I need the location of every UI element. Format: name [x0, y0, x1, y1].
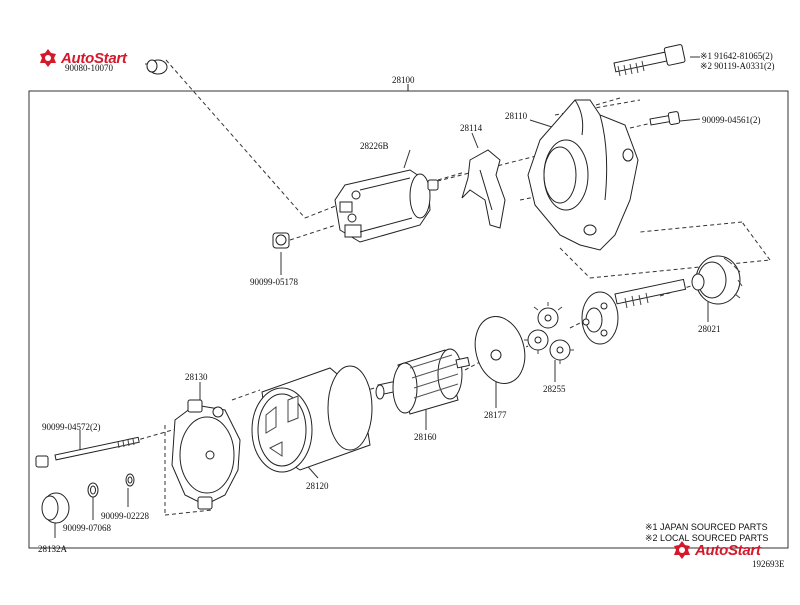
- armature: [375, 348, 470, 415]
- label-pinion-clutch: 28021: [698, 324, 721, 334]
- label-nut-solenoid: 90099-05178: [250, 277, 298, 287]
- output-shaft: [581, 278, 687, 345]
- label-plate: 28177: [484, 410, 507, 420]
- o-ring: [87, 482, 99, 498]
- pinion-clutch: [691, 255, 743, 305]
- label-armature: 28160: [414, 432, 437, 442]
- drive-housing: [527, 99, 639, 251]
- end-frame: [171, 399, 241, 510]
- small-washer: [125, 473, 135, 487]
- end-cap: [41, 492, 70, 524]
- label-small-washer: 90099-02228: [101, 511, 149, 521]
- through-bolt: [35, 436, 140, 468]
- brand-logo-bottom: AutoStart: [672, 540, 761, 560]
- label-solenoid: 28226B: [360, 141, 389, 151]
- washer-top: [146, 59, 168, 75]
- solenoid: [334, 169, 439, 243]
- label-housing: 28110: [505, 111, 528, 121]
- label-washer-top: 90080-10070: [65, 63, 113, 73]
- brand-name: AutoStart: [695, 541, 761, 559]
- screw-housing: [649, 111, 681, 126]
- label-through-bolt: 90099-04572(2): [42, 422, 101, 432]
- label-lever: 28114: [460, 123, 483, 133]
- label-yoke: 28120: [306, 481, 329, 491]
- brand-logo-top: AutoStart: [38, 48, 127, 68]
- assembly-frame: [28, 90, 789, 549]
- nut-solenoid: [272, 232, 290, 249]
- label-bolt-sup1: ※1 91642-81065(2): [700, 51, 773, 61]
- brand-logo-icon: [674, 541, 690, 559]
- diagram-id: 192693E: [752, 559, 785, 569]
- bolt-top: [613, 44, 686, 77]
- legend-line-1: ※1 JAPAN SOURCED PARTS: [645, 522, 768, 532]
- label-o-ring: 90099-07068: [63, 523, 111, 533]
- label-bolt-sup2: ※2 90119-A0331(2): [700, 61, 775, 71]
- label-end-cap: 28132A: [38, 544, 67, 554]
- drive-lever: [461, 149, 506, 229]
- label-planet-gears: 28255: [543, 384, 566, 394]
- legend-line-2: ※2 LOCAL SOURCED PARTS: [645, 533, 769, 543]
- planet-gears: [524, 302, 574, 364]
- legend: ※1 JAPAN SOURCED PARTS ※2 LOCAL SOURCED …: [645, 522, 768, 544]
- yoke: [251, 365, 373, 473]
- center-plate: [474, 316, 526, 384]
- brand-logo-icon: [40, 49, 56, 67]
- label-end-frame: 28130: [185, 372, 208, 382]
- label-assembly: 28100: [392, 75, 415, 85]
- brand-name: AutoStart: [61, 49, 127, 67]
- label-screw-housing: 90099-04561(2): [702, 115, 761, 125]
